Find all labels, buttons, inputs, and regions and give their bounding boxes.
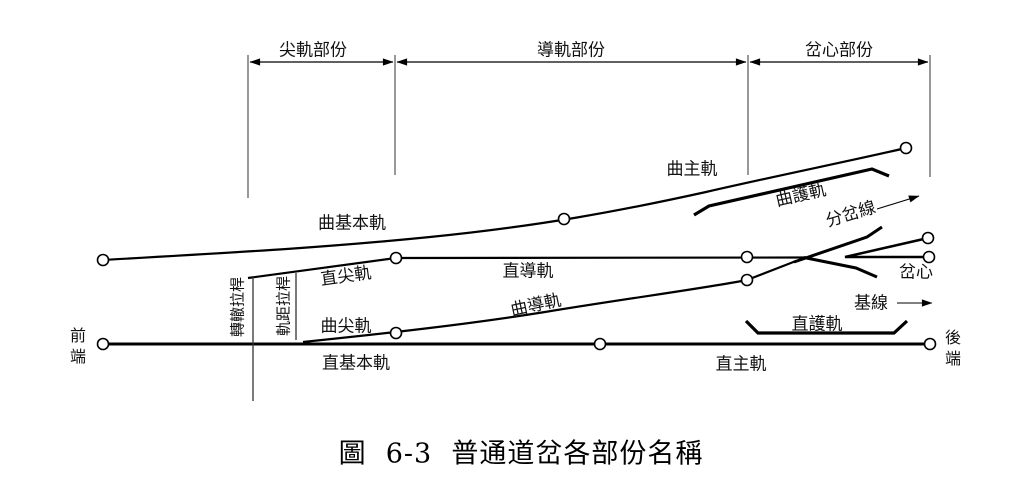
label-curved-main-rail: 曲主軌 [666, 159, 718, 180]
label-straight-stock-rail: 直基本軌 [322, 353, 390, 374]
label-straight-main-rail: 直主軌 [715, 354, 767, 375]
frog-point-vee [844, 236, 929, 259]
joint-frog-straight-end [922, 250, 936, 264]
curved-rail-wing-bend [793, 225, 883, 264]
label-gauge-rod: 軌距拉桿 [274, 275, 293, 337]
label-switch-section: 尖軌部份 [279, 40, 347, 61]
curved-stock-main-rail-line [102, 146, 907, 262]
label-frog-section: 岔心部份 [805, 40, 873, 61]
label-straight-lead-rail: 直導軌 [502, 261, 554, 282]
straight-guard-rail-line [744, 319, 909, 335]
label-curved-switch-rail: 曲尖軌 [320, 316, 372, 337]
joint-straight-switch-heel [389, 251, 403, 265]
joint-frog-branch-end [921, 231, 935, 245]
rail-joint-markers [96, 141, 937, 351]
label-front-end: 前端 [69, 326, 87, 366]
straight-rail-wing-bend [803, 256, 878, 279]
joint-curved-main-end [899, 141, 913, 155]
curved-switch-lead-rail-line [302, 259, 797, 344]
joint-curved-switch-heel [389, 326, 403, 340]
figure-caption: 圖 6-3 普通道岔各部份名稱 [338, 438, 704, 470]
joint-curved-stock-main [557, 212, 571, 226]
label-straight-guard-rail: 直護軌 [791, 314, 843, 335]
joint-front-lower [96, 337, 110, 351]
label-switch-rod: 轉轍拉桿 [228, 276, 247, 338]
label-rear-end: 後端 [944, 328, 962, 368]
label-base-line: 基線 [854, 293, 888, 314]
branch-line-arrow [876, 195, 920, 210]
joint-rear-lower [923, 337, 937, 351]
joint-straight-stock-main [593, 337, 607, 351]
joint-front-upper [96, 253, 110, 267]
label-curved-stock-rail: 曲基本軌 [318, 213, 386, 234]
joint-straight-lead-frog [740, 250, 754, 264]
label-frog: 岔心 [899, 262, 933, 283]
label-lead-section: 導軌部份 [537, 40, 605, 61]
joint-curved-lead-frog [740, 273, 754, 287]
curved-guard-rail-line [693, 167, 890, 217]
